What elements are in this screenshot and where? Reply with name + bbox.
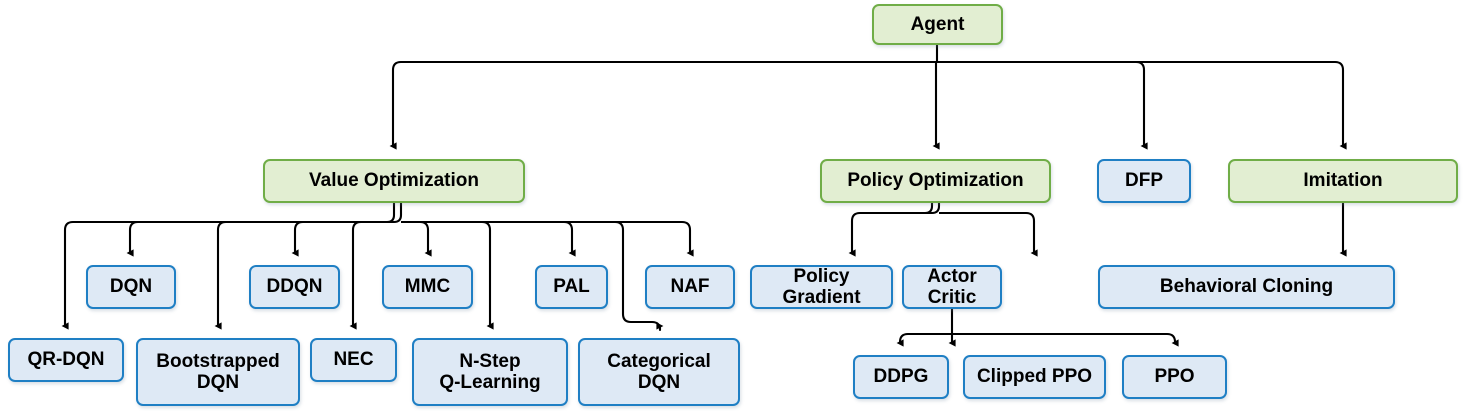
edge-value-to-ddqn bbox=[291, 220, 394, 257]
edge-value-to-mmc bbox=[401, 220, 432, 257]
edge-agent-to-dfp bbox=[937, 60, 1148, 150]
edge-value-bus-stem bbox=[385, 203, 403, 224]
node-label-imitation: Imitation bbox=[1303, 170, 1383, 192]
node-label-dqn: DQN bbox=[109, 276, 153, 298]
node-actor-critic[interactable]: Actor Critic bbox=[902, 265, 1002, 309]
node-label-qr-dqn: QR-DQN bbox=[27, 349, 105, 371]
node-label-agent: Agent bbox=[910, 13, 965, 35]
node-ppo[interactable]: PPO bbox=[1122, 355, 1227, 399]
node-policy-gradient[interactable]: Policy Gradient bbox=[750, 265, 893, 309]
edge-policy-to-policy-gradient bbox=[848, 211, 932, 257]
node-label-policy-optimization: Policy Optimization bbox=[847, 170, 1024, 192]
edge-value-to-dqn bbox=[126, 220, 394, 257]
node-label-ddpg: DDPG bbox=[873, 366, 929, 388]
edge-actor-to-ppo bbox=[952, 332, 1179, 347]
node-label-actor-critic: Actor Critic bbox=[927, 265, 977, 308]
node-value-optimization[interactable]: Value Optimization bbox=[263, 159, 525, 203]
node-pal[interactable]: PAL bbox=[535, 265, 608, 309]
node-label-naf: NAF bbox=[670, 276, 710, 298]
edge-value-to-naf bbox=[401, 220, 694, 257]
node-label-ppo: PPO bbox=[1154, 366, 1195, 388]
edge-agent-to-imitation bbox=[937, 60, 1347, 150]
node-label-policy-gradient: Policy Gradient bbox=[782, 265, 861, 308]
node-label-dfp: DFP bbox=[1125, 170, 1163, 192]
node-label-mmc: MMC bbox=[404, 276, 451, 298]
node-policy-optimization[interactable]: Policy Optimization bbox=[820, 159, 1051, 203]
node-label-behavioral-cloning: Behavioral Cloning bbox=[1159, 276, 1334, 298]
edge-policy-bus-stem bbox=[923, 203, 941, 215]
edge-actor-to-ddpg bbox=[896, 332, 952, 347]
edge-policy-to-actor-critic bbox=[939, 211, 1038, 257]
node-dfp[interactable]: DFP bbox=[1097, 159, 1191, 203]
node-nec[interactable]: NEC bbox=[310, 338, 397, 382]
node-label-nec: NEC bbox=[333, 349, 374, 371]
node-label-ddqn: DDQN bbox=[266, 276, 323, 298]
node-label-pal: PAL bbox=[553, 276, 590, 298]
node-agent[interactable]: Agent bbox=[872, 4, 1003, 45]
node-ddpg[interactable]: DDPG bbox=[853, 355, 949, 399]
edge-agent-to-value-optimization bbox=[389, 60, 937, 150]
node-mmc[interactable]: MMC bbox=[382, 265, 473, 309]
node-label-value-optimization: Value Optimization bbox=[309, 170, 479, 192]
node-label-clipped-ppo: Clipped PPO bbox=[976, 366, 1093, 388]
node-ddqn[interactable]: DDQN bbox=[249, 265, 340, 309]
node-behavioral-cloning[interactable]: Behavioral Cloning bbox=[1098, 265, 1395, 309]
edge-value-to-pal bbox=[401, 220, 576, 257]
node-dqn[interactable]: DQN bbox=[86, 265, 176, 309]
node-qr-dqn[interactable]: QR-DQN bbox=[8, 338, 124, 382]
node-naf[interactable]: NAF bbox=[645, 265, 735, 309]
node-clipped-ppo[interactable]: Clipped PPO bbox=[963, 355, 1106, 399]
node-imitation[interactable]: Imitation bbox=[1228, 159, 1458, 203]
